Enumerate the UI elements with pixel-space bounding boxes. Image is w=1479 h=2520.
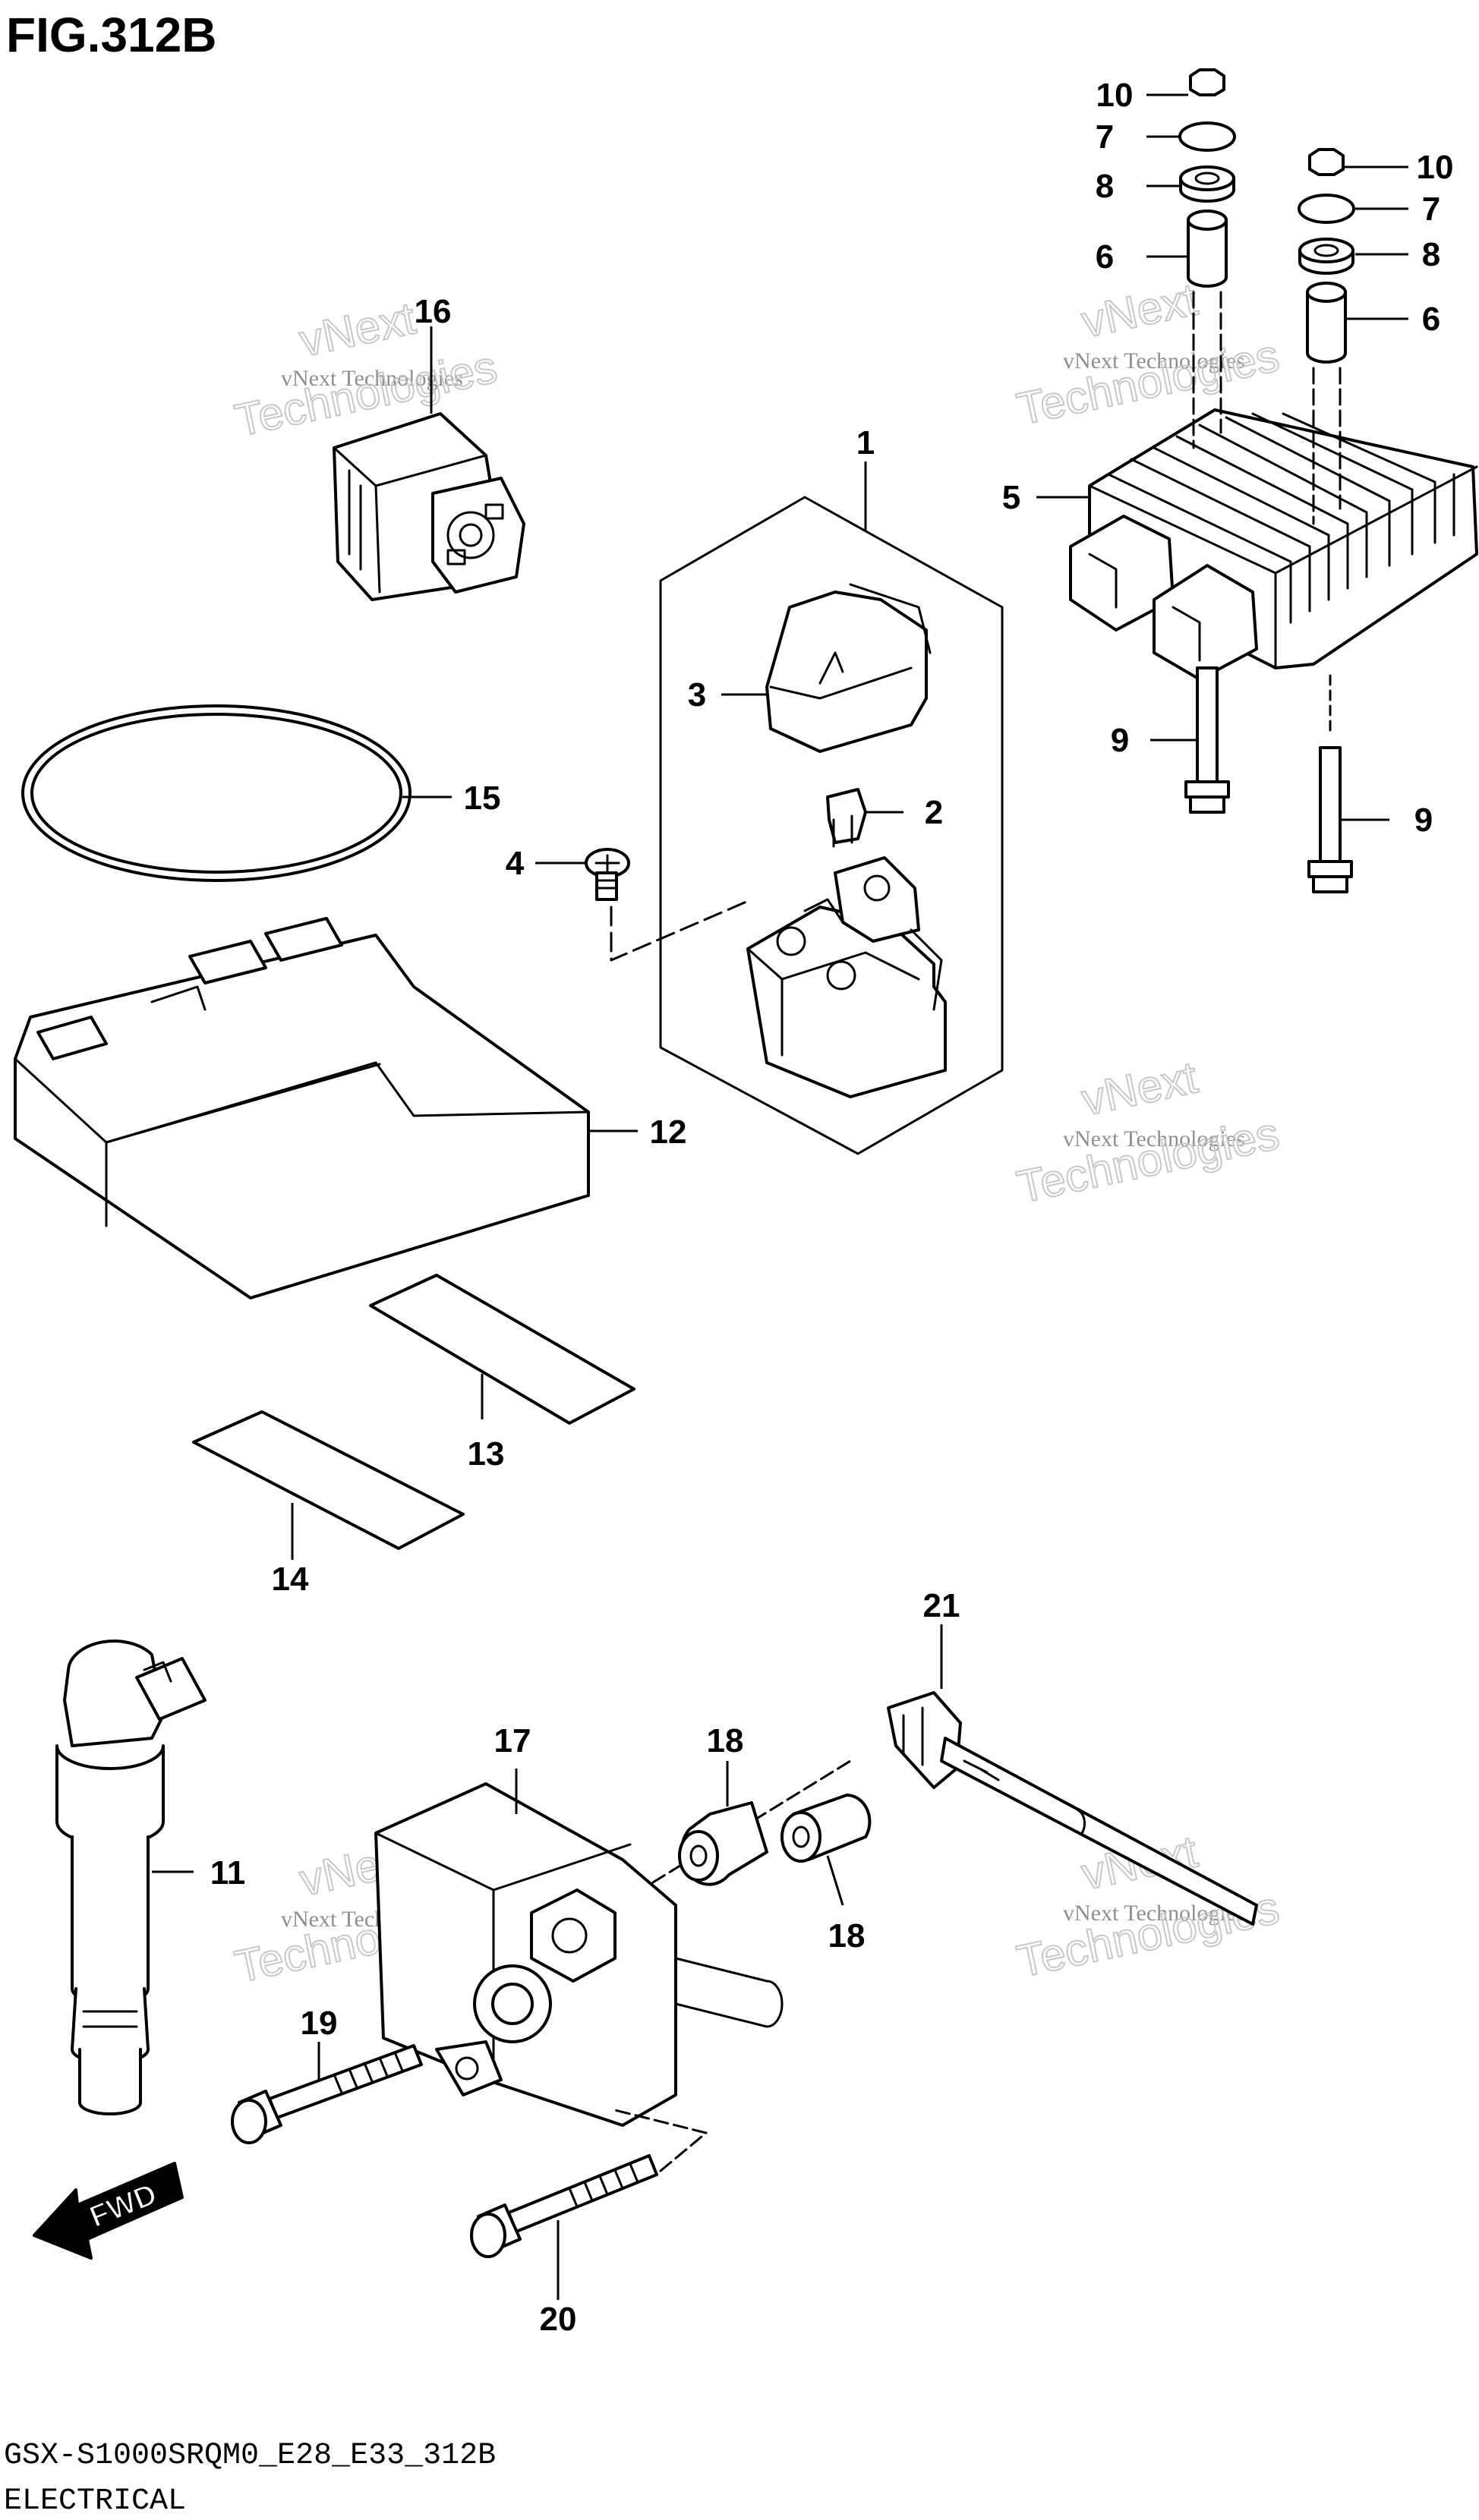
part-13-label (369, 1274, 635, 1425)
part-4-screw (535, 848, 753, 962)
callout-7-left: 7 (1096, 118, 1114, 156)
part-19-bolt (231, 2042, 423, 2144)
part-5-regulator (1036, 408, 1478, 681)
watermark-outline: vNext (1077, 273, 1202, 347)
callout-9-right: 9 (1414, 802, 1433, 839)
part-1-starter-relay (746, 856, 947, 1098)
part-10-nut-left (1146, 68, 1225, 96)
part-14-label (192, 1410, 465, 1560)
part-12-ecu (14, 917, 638, 1299)
part-10-nut-right (1308, 148, 1408, 176)
part-9-bolt-left (1150, 666, 1230, 814)
callout-14: 14 (272, 1561, 309, 1598)
part-8-grommet-left (1146, 165, 1235, 203)
part-2-fuse (826, 788, 903, 848)
part-21-cable-tie (887, 1624, 1258, 1926)
watermark-outline: vNext (295, 292, 420, 366)
callout-12: 12 (650, 1114, 687, 1151)
callout-17: 17 (494, 1722, 531, 1759)
callout-18-lower: 18 (828, 1917, 866, 1955)
callout-21: 21 (923, 1587, 960, 1624)
callout-11: 11 (210, 1854, 246, 1892)
watermark-text: vNext Technologies (281, 366, 463, 391)
callout-20: 20 (540, 2301, 577, 2338)
part-15-ring (21, 704, 452, 882)
callout-5: 5 (1002, 479, 1020, 516)
callout-8-right: 8 (1422, 236, 1440, 273)
watermark-text: vNext Technologies (1063, 348, 1245, 373)
callout-13: 13 (468, 1435, 505, 1473)
figure-title: FIG.312B (6, 8, 216, 62)
figure-group: ELECTRICAL (4, 2484, 186, 2518)
callout-18-upper: 18 (707, 1722, 744, 1759)
callout-10-left: 10 (1096, 77, 1134, 114)
callout-10-right: 10 (1417, 149, 1454, 186)
part-16-connector (333, 326, 525, 601)
figure-code: GSX-S1000SRQM0_E28_E33_312B (4, 2439, 496, 2473)
part-3-relay-cover (721, 583, 932, 753)
callout-9-left: 9 (1111, 722, 1129, 759)
callout-6-right: 6 (1422, 301, 1440, 338)
watermark-mid-right: vNext Technologies vNext Technologies (1012, 1051, 1285, 1213)
part-6-collar-right (1306, 282, 1408, 525)
callout-4: 4 (506, 845, 525, 882)
callout-8-left: 8 (1096, 168, 1114, 205)
part-11-ignition-coil (55, 1640, 207, 2115)
part-7-washer-left (1146, 121, 1236, 152)
fwd-direction-arrow: FWD (33, 2162, 184, 2260)
callout-16: 16 (415, 293, 452, 330)
part-18-bushing-upper (678, 1761, 768, 1886)
watermark-outline: vNext (1077, 1051, 1202, 1125)
watermark-top-left: vNext Technologies vNext Technologies (230, 291, 503, 446)
watermark-top-right: vNext Technologies vNext Technologies (1012, 272, 1285, 435)
part-20-bolt (470, 2109, 708, 2300)
callout-15: 15 (464, 780, 501, 817)
part-8-grommet-right (1298, 238, 1408, 275)
callout-1: 1 (856, 424, 875, 461)
callout-19: 19 (301, 2005, 338, 2042)
part-9-bolt-right (1307, 674, 1389, 893)
watermark-outline: Technologies (1013, 1107, 1284, 1212)
callout-3: 3 (688, 676, 706, 713)
callout-7-right: 7 (1422, 191, 1440, 228)
part-18-bushing-lower (780, 1793, 872, 1906)
part-7-washer-right (1298, 194, 1408, 224)
part-17-actuator (374, 1759, 852, 2127)
part-1-assembly-frame (659, 461, 1004, 1155)
callout-2: 2 (925, 794, 943, 831)
part-6-collar-left (1146, 209, 1228, 449)
watermark-text: vNext Technologies (1063, 1126, 1245, 1151)
callout-6-left: 6 (1096, 238, 1114, 276)
